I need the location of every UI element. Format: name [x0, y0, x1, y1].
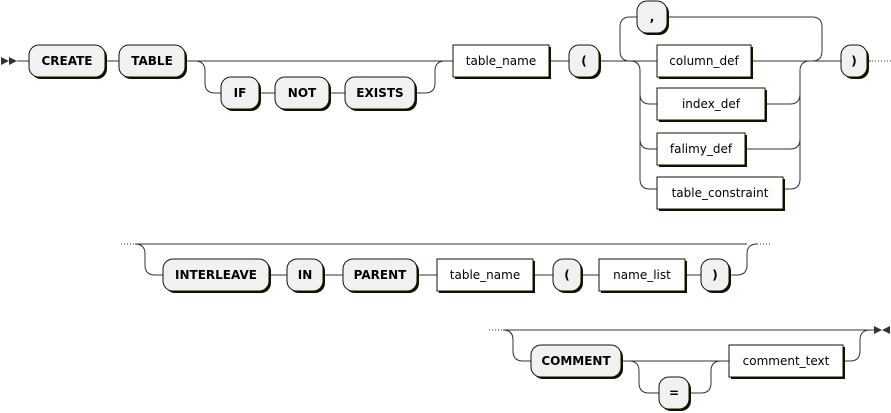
term-box: [342, 258, 418, 292]
end-arrow: [874, 326, 890, 334]
term-label: table_name: [450, 268, 520, 282]
term-box: [344, 76, 416, 110]
term-label: name_list: [613, 268, 671, 282]
term-label: PARENT: [354, 268, 407, 282]
keyword-left-paren: (: [568, 44, 601, 79]
term-label: TABLE: [131, 54, 173, 68]
term-label: ,: [650, 10, 655, 24]
term-label: column_def: [669, 54, 739, 68]
keyword-comma: ,: [636, 0, 669, 35]
term-label: CREATE: [42, 54, 93, 68]
term-label: index_def: [682, 97, 741, 111]
keyword-table: TABLE: [118, 44, 187, 79]
keyword-right-paren: ): [840, 44, 869, 79]
term-box: [656, 87, 766, 121]
term-box: [220, 76, 260, 110]
keyword-right-paren-2: ): [700, 258, 731, 293]
nonterminal-index-def[interactable]: index_def: [656, 87, 767, 122]
term-label: comment_text: [743, 354, 830, 368]
term-box: [28, 44, 106, 78]
term-label: ): [851, 54, 856, 68]
keyword-equals: =: [658, 376, 691, 411]
keyword-if: IF: [220, 76, 261, 111]
term-box: [656, 176, 784, 210]
term-box: [840, 44, 868, 78]
row-3-connectors: [489, 326, 890, 394]
term-box: [118, 44, 186, 78]
term-box: [286, 258, 324, 292]
nonterminal-falimy-def[interactable]: falimy_def: [656, 132, 747, 167]
term-box: [598, 258, 686, 292]
term-box: [568, 44, 600, 78]
term-label: IF: [234, 86, 247, 100]
keyword-left-paren-2: (: [552, 258, 583, 293]
term-box: [658, 376, 690, 410]
syntax-terms: CREATE TABLE IF NOT EXISTS table_name ( …: [28, 0, 869, 411]
nonterminal-table-constraint[interactable]: table_constraint: [656, 176, 785, 211]
keyword-exists: EXISTS: [344, 76, 417, 111]
term-box: [700, 258, 730, 292]
term-label: table_name: [466, 54, 536, 68]
term-label: table_constraint: [672, 186, 769, 200]
nonterminal-table-name[interactable]: table_name: [452, 44, 551, 79]
row-2-connectors: [121, 243, 771, 276]
term-box: [436, 258, 534, 292]
term-box: [636, 0, 668, 34]
term-label: (: [564, 268, 569, 282]
term-label: COMMENT: [541, 354, 611, 368]
keyword-in: IN: [286, 258, 325, 293]
term-box: [656, 44, 752, 78]
term-box: [552, 258, 582, 292]
keyword-comment: COMMENT: [530, 344, 623, 379]
row-1-connectors: [1, 16, 891, 190]
term-label: =: [669, 386, 679, 400]
term-label: IN: [298, 268, 313, 282]
nonterminal-table-name-2[interactable]: table_name: [436, 258, 535, 293]
term-label: INTERLEAVE: [175, 268, 257, 282]
nonterminal-comment-text[interactable]: comment_text: [728, 344, 845, 379]
term-label: ): [712, 268, 717, 282]
keyword-interleave: INTERLEAVE: [162, 258, 271, 293]
term-label: EXISTS: [356, 86, 403, 100]
term-box: [530, 344, 622, 378]
term-label: NOT: [288, 86, 317, 100]
nonterminal-column-def[interactable]: column_def: [656, 44, 753, 79]
term-label: (: [581, 54, 586, 68]
term-label: falimy_def: [670, 142, 733, 156]
term-box: [452, 44, 550, 78]
start-arrow: [1, 57, 17, 65]
keyword-parent: PARENT: [342, 258, 419, 293]
term-box: [162, 258, 270, 292]
keyword-not: NOT: [274, 76, 331, 111]
term-box: [274, 76, 330, 110]
keyword-create: CREATE: [28, 44, 107, 79]
nonterminal-name-list[interactable]: name_list: [598, 258, 687, 293]
term-box: [656, 132, 746, 166]
term-box: [728, 344, 844, 378]
